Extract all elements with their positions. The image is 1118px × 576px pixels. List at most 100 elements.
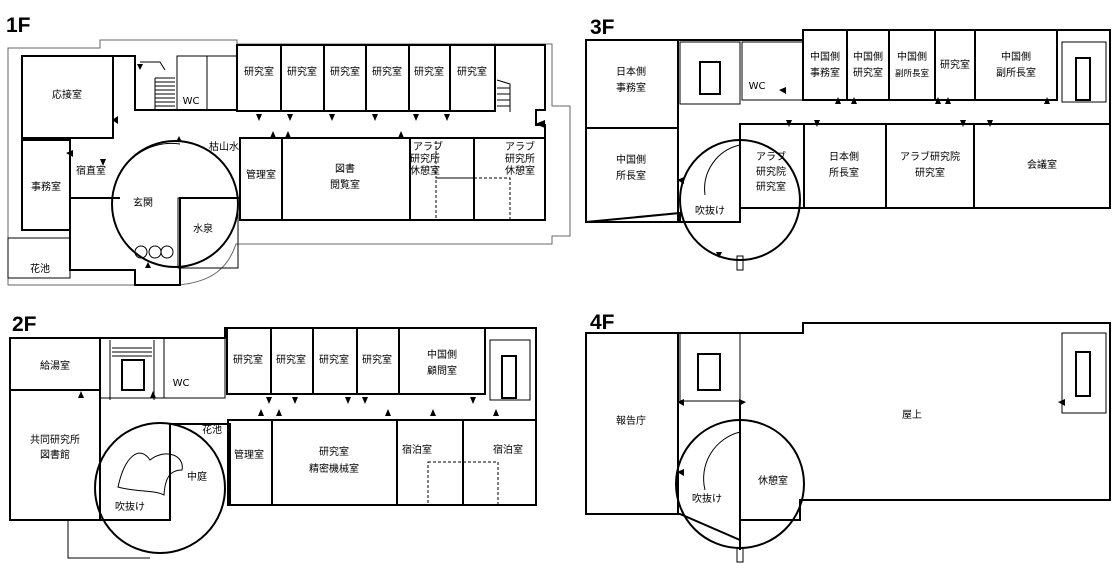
room-joint-library	[9, 389, 101, 521]
report-hall-label: 報告庁	[616, 414, 646, 427]
floor-3f: 3F 日本側 事務室 中国側 所長室 WC 中国側 事務室 中国側 研究室 中国…	[585, 16, 1111, 271]
arab-rest-2-a: アラブ	[505, 140, 535, 153]
china-office-a: 中国側	[810, 50, 840, 63]
library-label-1: 図書	[335, 162, 355, 175]
lodging-2-label: 宿泊室	[493, 443, 523, 456]
library-label-2: 閲覧室	[330, 178, 360, 191]
room-meeting	[973, 123, 1111, 209]
floor-2f: 2F 給湯室 WC 研究室 研究室 研究室 研究室 中国側 顧問室 共同研究所 …	[9, 313, 537, 559]
stairs-1f-left	[140, 61, 175, 110]
fountain-label: 水泉	[193, 222, 213, 235]
floor-label-4f: 4F	[590, 311, 615, 334]
atrium-2f-label: 吹抜け	[115, 500, 145, 513]
lab-1f-1: 研究室	[244, 65, 274, 78]
pond-label-2f: 花池	[202, 423, 222, 436]
floor-label-3f: 3F	[590, 16, 615, 39]
lab-2f-3: 研究室	[319, 353, 349, 366]
arab-rest-1-c: 休憩室	[410, 164, 440, 177]
china-vice-b: 副所長室	[996, 66, 1036, 79]
room-management-2f	[227, 419, 273, 506]
room-japan-director	[803, 123, 887, 209]
management-label-2f: 管理室	[234, 448, 264, 461]
japan-director-a: 日本側	[829, 150, 859, 163]
room-precision-lab	[271, 419, 398, 506]
china-director-a: 中国側	[616, 153, 646, 166]
wc-3f: WC	[749, 81, 766, 92]
lab-2f-4: 研究室	[362, 353, 392, 366]
pond-1f	[7, 237, 71, 279]
lodging-1-label: 宿泊室	[402, 443, 432, 456]
office-label: 事務室	[31, 180, 61, 193]
arab-lab-2-b: 研究室	[915, 166, 945, 179]
japan-office-b: 事務室	[616, 81, 646, 94]
room-report-hall	[585, 332, 679, 515]
lab-1f-2: 研究室	[287, 65, 317, 78]
china-director-b: 所長室	[616, 169, 646, 182]
reception-label: 応接室	[52, 88, 82, 101]
floor-label-2f: 2F	[12, 313, 37, 336]
lab-1f-5: 研究室	[414, 65, 444, 78]
arab-lab-2-a: アラブ研究院	[900, 150, 960, 163]
management-label-1f: 管理室	[246, 168, 276, 181]
door-arrows-4f	[677, 399, 1065, 476]
kitchenette-label: 給湯室	[40, 359, 70, 372]
arab-lab-1-a: アラブ	[756, 150, 786, 163]
stairs-1f-right	[496, 79, 511, 112]
meeting-label: 会議室	[1027, 158, 1057, 171]
arab-rest-2-b: 研究所	[505, 152, 535, 165]
door-arrows-2f	[78, 391, 499, 416]
precision-lab-a: 研究室	[319, 445, 349, 458]
arab-rest-1-b: 研究所	[410, 152, 440, 165]
joint-library-b: 図書館	[40, 448, 70, 461]
room-arab-lab-1	[739, 123, 805, 209]
pond-label-1f: 花池	[30, 262, 50, 275]
lab-2f-1: 研究室	[233, 353, 263, 366]
stair-block-4f	[679, 332, 741, 402]
atrium-4f-label: 吹抜け	[692, 492, 722, 505]
stairs-4f-right	[1061, 332, 1107, 414]
china-lab-b: 研究室	[853, 66, 883, 79]
china-office-b: 事務室	[810, 66, 840, 79]
arab-lab-1-b: 研究院	[756, 165, 786, 178]
atrium-2f	[94, 422, 226, 554]
lab-1f-3: 研究室	[330, 65, 360, 78]
arab-lab-1-c: 研究室	[756, 180, 786, 193]
atrium-3f-label: 吹抜け	[695, 204, 725, 217]
rooms-row-3f: 中国側 事務室 中国側 研究室 中国側 副所長室 研究室 中国側 副所長室	[802, 29, 1058, 101]
china-vice-small-a: 中国側	[897, 50, 927, 63]
rest-room-label: 休憩室	[758, 474, 788, 487]
door-arrows-3f	[677, 87, 1050, 258]
labs-row-2f: 研究室 研究室 研究室 研究室 中国側 顧問室	[226, 327, 486, 395]
china-advisor-a: 中国側	[427, 348, 457, 361]
arab-rest-1-a: アラブ	[413, 140, 443, 153]
lab-2f-2: 研究室	[276, 353, 306, 366]
stair-block-3f	[679, 41, 741, 105]
building-outline-4f	[585, 322, 1111, 542]
entrance-label: 玄関	[133, 196, 153, 209]
floor-1f: 1F WC 応接室 事務室 宿直室 花池 玄関 水泉 枯山水	[6, 14, 571, 286]
labs-row-1f: 研究室 研究室 研究室 研究室 研究室 研究室	[236, 44, 496, 112]
china-advisor-b: 顧問室	[427, 364, 457, 377]
stairs-3f-right	[1061, 41, 1107, 103]
china-vice-small-b: 副所長室	[895, 68, 930, 79]
room-reception-1f	[21, 55, 114, 139]
precision-lab-b: 精密機械室	[309, 462, 359, 475]
lab-1f-4: 研究室	[372, 65, 402, 78]
building-outline-1f	[21, 44, 546, 286]
rooftop-label: 屋上	[902, 409, 922, 421]
fountain-1f	[177, 197, 239, 269]
japan-office-a: 日本側	[616, 65, 646, 78]
lab-1f-6: 研究室	[457, 65, 487, 78]
door-arrows-1f	[66, 64, 545, 268]
stairs-2f-right	[489, 339, 531, 401]
room-library-reading	[281, 137, 411, 221]
room-arab-lab-2	[885, 123, 975, 209]
joint-library-a: 共同研究所	[30, 433, 80, 446]
courtyard-label: 中庭	[187, 470, 207, 483]
courtyard-shape	[117, 452, 183, 496]
wc-2f: WC	[173, 378, 190, 389]
arab-rest-2-c: 休憩室	[505, 164, 535, 177]
floor-label-1f: 1F	[6, 14, 31, 37]
night-duty-label: 宿直室	[76, 164, 106, 177]
